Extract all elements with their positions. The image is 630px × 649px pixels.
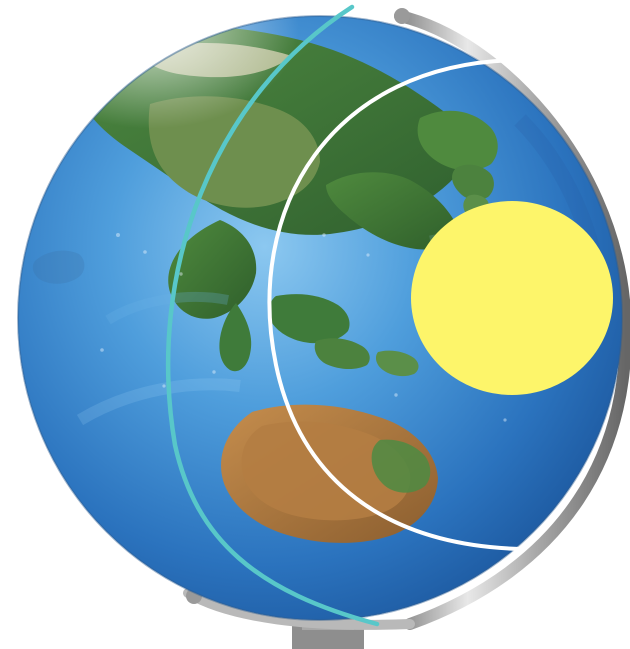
highlight-circle (411, 201, 613, 395)
